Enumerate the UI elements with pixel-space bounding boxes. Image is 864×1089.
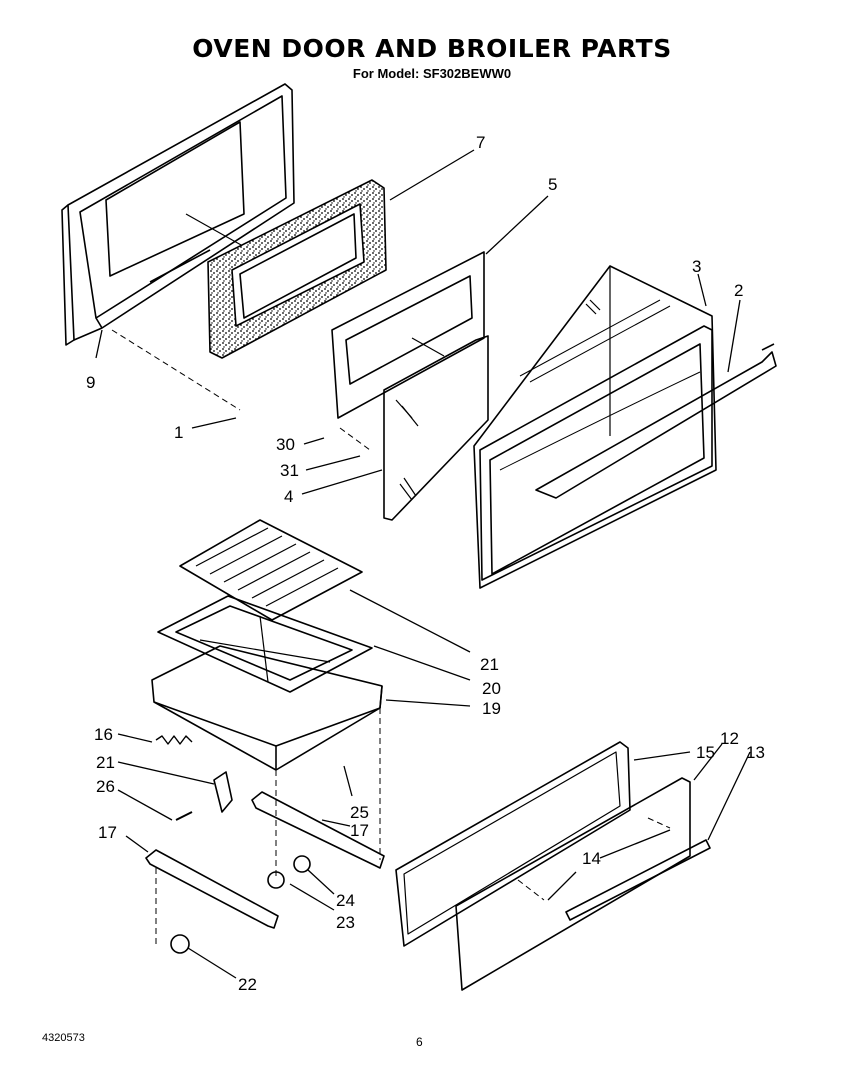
document-number: 4320573 [42,1032,85,1044]
callout-22: 22 [238,975,257,994]
door-insulation [207,179,387,359]
callout-14: 14 [582,849,601,868]
callout-25: 25 [350,803,369,822]
drawer-trim [565,839,711,921]
slide-rail-lower [145,849,279,929]
callout-5: 5 [548,175,557,194]
model-prefix: For Model: [352,66,423,81]
callout-12: 12 [720,729,739,748]
callout-13: 13 [746,743,765,762]
page-number: 6 [416,1035,423,1049]
callout-23: 23 [336,913,355,932]
callout-1: 1 [174,423,183,442]
drawer-inner-panel [395,741,631,947]
broiler-drawer [151,645,383,771]
roller-24 [293,855,311,873]
callout-30: 30 [276,435,295,454]
inner-door-panel [61,83,295,346]
callout-24: 24 [336,891,355,910]
callout-19: 20 [482,679,501,698]
callout-4: 4 [284,487,293,506]
model-subtitle: For Model: SF302BEWW0 [0,66,864,81]
roller-22 [170,934,190,954]
model-number: SF302BEWW0 [422,66,512,81]
callout-26: 26 [96,777,115,796]
door-handle [535,343,777,499]
callout-16: 16 [94,725,113,744]
callout-2: 2 [734,281,743,300]
broiler-pan [157,595,373,693]
callout-7: 7 [476,133,485,152]
drawer-bracket [213,771,233,813]
callout-15: 15 [696,743,715,762]
callout-9: 9 [86,373,95,392]
callout-20: 21 [480,655,499,674]
drawer-front [455,777,691,991]
page-title: OVEN DOOR AND BROILER PARTS [192,34,672,63]
outer-door [473,265,717,589]
callout-31: 31 [280,461,299,480]
callout-3: 3 [692,257,701,276]
callout-21: 21 [96,753,115,772]
broiler-grid [179,519,363,621]
screw [175,811,193,821]
callout-17-upper: 17 [350,821,369,840]
slide-rail-upper [251,791,385,869]
spring [155,735,193,745]
callout-18: 19 [482,699,501,718]
callout-17-lower: 17 [98,823,117,842]
door-glass [383,335,489,521]
